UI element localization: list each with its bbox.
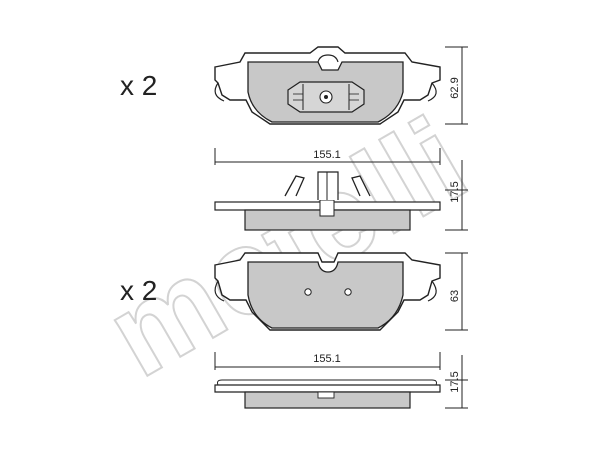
top-pad-front-view: [214, 46, 441, 125]
top-height-label: 62.9: [449, 77, 461, 98]
bottom-quantity-label: x 2: [120, 275, 157, 306]
bottom-pad-side-view: [214, 379, 441, 409]
top-quantity-label: x 2: [120, 70, 157, 101]
top-pad-side-view: [214, 171, 441, 231]
bottom-thickness-dimension: 17.5: [445, 355, 468, 409]
top-width-dimension: 155.1: [214, 148, 441, 165]
watermark-text: metelli: [85, 91, 488, 402]
bottom-width-dimension: 155.1: [214, 352, 441, 370]
top-thickness-label: 17.5: [449, 181, 461, 202]
bottom-thickness-label: 17.5: [449, 371, 461, 392]
bottom-height-dimension: 63: [445, 252, 468, 331]
top-pad-spring-clip: [284, 175, 305, 197]
bottom-pad-front-view: [214, 252, 441, 331]
bottom-width-label: 155.1: [313, 353, 341, 365]
bottom-pad-hole-right: [344, 288, 352, 296]
top-height-dimension: 62.9: [445, 46, 468, 125]
top-thickness-dimension: 17.5: [445, 160, 468, 231]
bottom-pad-friction-material: [247, 261, 404, 329]
bottom-height-label: 63: [449, 290, 461, 302]
top-width-label: 155.1: [313, 149, 341, 161]
bottom-pad-hole-left: [304, 288, 312, 296]
